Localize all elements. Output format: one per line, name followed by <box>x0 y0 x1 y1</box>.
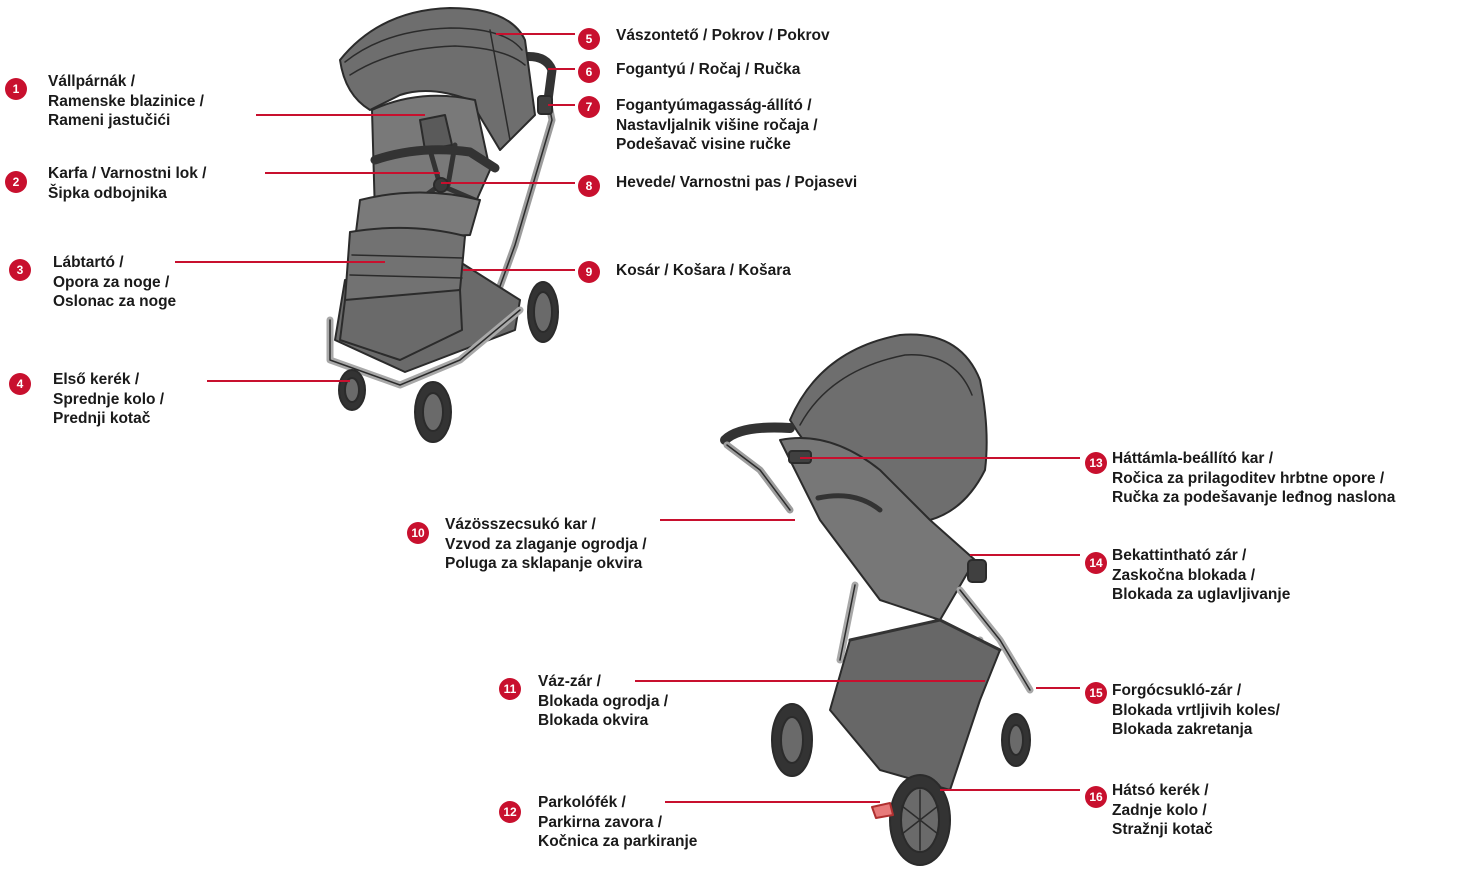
callout-label-2: Karfa / Varnostni lok /Šipka odbojnika <box>48 164 207 203</box>
callout-label-line: Zaskočna blokada / <box>1112 566 1290 586</box>
callout-label-16: Hátsó kerék /Zadnje kolo /Stražnji kotač <box>1112 781 1213 840</box>
callout-label-15: Forgócsukló-zár /Blokada vrtljivih koles… <box>1112 681 1280 740</box>
callout-label-line: Stražnji kotač <box>1112 820 1213 840</box>
callout-label-line: Karfa / Varnostni lok / <box>48 164 207 184</box>
callout-label-12: Parkolófék /Parkirna zavora /Kočnica za … <box>538 793 697 852</box>
callout-number-badge: 15 <box>1085 682 1107 704</box>
callout-label-line: Blokada za uglavljivanje <box>1112 585 1290 605</box>
callout-label-10: Vázösszecsukó kar /Vzvod za zlaganje ogr… <box>445 515 647 574</box>
callout-number-badge: 4 <box>9 373 31 395</box>
callout-number-badge: 14 <box>1085 552 1107 574</box>
rear-view-snap-lock <box>968 560 986 582</box>
callout-label-line: Ručka za podešavanje leđnog naslona <box>1112 488 1395 508</box>
callout-number-badge: 13 <box>1085 452 1107 474</box>
callout-label-line: Ramenske blazinice / <box>48 92 204 112</box>
rear-view-handlebar <box>725 428 790 441</box>
callout-label-line: Vzvod za zlaganje ogrodja / <box>445 535 647 555</box>
callout-label-line: Blokada okvira <box>538 711 668 731</box>
callout-label-line: Oslonac za noge <box>53 292 176 312</box>
callout-number-badge: 6 <box>578 61 600 83</box>
callout-label-line: Opora za noge / <box>53 273 176 293</box>
callout-label-line: Vázösszecsukó kar / <box>445 515 647 535</box>
front-view-front-wheel-right <box>415 382 451 442</box>
callout-number-badge: 10 <box>407 522 429 544</box>
callout-label-line: Zadnje kolo / <box>1112 801 1213 821</box>
callout-label-line: Hevede/ Varnostni pas / Pojasevi <box>616 173 857 193</box>
rear-view-small-wheel-right <box>1002 714 1030 766</box>
callout-label-6: Fogantyú / Ročaj / Ručka <box>616 60 800 80</box>
callout-label-line: Váz-zár / <box>538 672 668 692</box>
callout-label-line: Lábtartó / <box>53 253 176 273</box>
callout-label-line: Šipka odbojnika <box>48 184 207 204</box>
callout-number-badge: 9 <box>578 261 600 283</box>
callout-label-11: Váz-zár /Blokada ogrodja /Blokada okvira <box>538 672 668 731</box>
callout-label-5: Vászontető / Pokrov / Pokrov <box>616 26 830 46</box>
callout-label-line: Bekattintható zár / <box>1112 546 1290 566</box>
callout-label-line: Sprednje kolo / <box>53 390 164 410</box>
callout-number-badge: 2 <box>5 171 27 193</box>
callout-number-badge: 5 <box>578 28 600 50</box>
front-view-buckle <box>434 178 448 192</box>
callout-label-line: Blokada ogrodja / <box>538 692 668 712</box>
callout-label-line: Forgócsukló-zár / <box>1112 681 1280 701</box>
front-view-rear-wheel <box>528 282 558 342</box>
callout-number-badge: 11 <box>499 678 521 700</box>
rear-view-small-wheel-left <box>772 704 812 776</box>
callout-number-badge: 3 <box>9 259 31 281</box>
callout-label-line: Nastavljalnik višine ročaja / <box>616 116 818 136</box>
callout-label-line: Fogantyúmagasság-állító / <box>616 96 818 116</box>
callout-label-13: Háttámla-beállító kar /Ročica za prilago… <box>1112 449 1395 508</box>
callout-label-line: Háttámla-beállító kar / <box>1112 449 1395 469</box>
callout-label-line: Vállpárnák / <box>48 72 204 92</box>
callout-label-line: Ročica za prilagoditev hrbtne opore / <box>1112 469 1395 489</box>
callout-label-line: Vászontető / Pokrov / Pokrov <box>616 26 830 46</box>
callout-label-line: Hátsó kerék / <box>1112 781 1213 801</box>
callout-number-badge: 8 <box>578 175 600 197</box>
callout-label-8: Hevede/ Varnostni pas / Pojasevi <box>616 173 857 193</box>
callout-label-7: Fogantyúmagasság-állító /Nastavljalnik v… <box>616 96 818 155</box>
callout-number-badge: 16 <box>1085 786 1107 808</box>
callout-label-1: Vállpárnák /Ramenske blazinice /Rameni j… <box>48 72 204 131</box>
rear-view-parking-brake <box>872 803 893 818</box>
callout-label-3: Lábtartó /Opora za noge /Oslonac za noge <box>53 253 176 312</box>
rear-view-basket <box>830 620 1000 790</box>
callout-number-badge: 7 <box>578 96 600 118</box>
callout-number-badge: 12 <box>499 801 521 823</box>
callout-label-line: Poluga za sklapanje okvira <box>445 554 647 574</box>
rear-view-big-wheel <box>890 775 950 865</box>
callout-label-line: Rameni jastučići <box>48 111 204 131</box>
front-view-shoulder-pads <box>420 115 452 150</box>
callout-number-badge: 1 <box>5 78 27 100</box>
front-view-footrest <box>345 228 465 300</box>
callout-label-line: Kočnica za parkiranje <box>538 832 697 852</box>
callout-label-line: Blokada zakretanja <box>1112 720 1280 740</box>
callout-label-9: Kosár / Košara / Košara <box>616 261 791 281</box>
callout-label-line: Parkolófék / <box>538 793 697 813</box>
callout-label-line: Prednji kotač <box>53 409 164 429</box>
front-view-front-wheel-left <box>339 370 365 410</box>
callout-label-line: Fogantyú / Ročaj / Ručka <box>616 60 800 80</box>
callout-label-line: Első kerék / <box>53 370 164 390</box>
stroller-rear-view <box>725 335 1030 865</box>
callout-label-line: Blokada vrtljivih koles/ <box>1112 701 1280 721</box>
callout-label-4: Első kerék /Sprednje kolo /Prednji kotač <box>53 370 164 429</box>
callout-label-line: Parkirna zavora / <box>538 813 697 833</box>
stroller-front-view <box>330 8 558 442</box>
callout-label-line: Kosár / Košara / Košara <box>616 261 791 281</box>
callout-label-line: Podešavač visine ručke <box>616 135 818 155</box>
callout-label-14: Bekattintható zár /Zaskočna blokada /Blo… <box>1112 546 1290 605</box>
